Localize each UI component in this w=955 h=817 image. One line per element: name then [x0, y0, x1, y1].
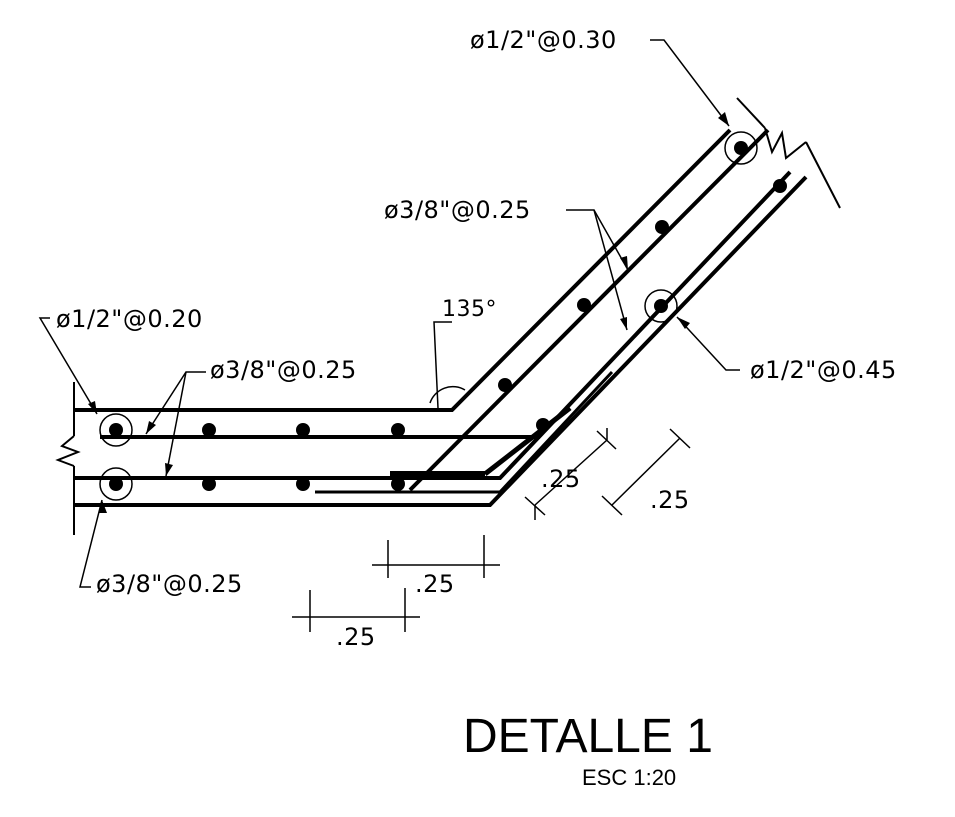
- rebar-dot: [536, 418, 550, 432]
- lap-bar-2: [483, 406, 572, 476]
- rebar-dot: [296, 423, 310, 437]
- rebar-dot: [202, 477, 216, 491]
- rebar-dots: [109, 141, 787, 491]
- rebar-dot: [654, 299, 668, 313]
- dimension-horiz-lower: .25: [336, 623, 376, 651]
- rebar-dot: [577, 298, 591, 312]
- rebar-dot: [655, 220, 669, 234]
- rebar-dot: [109, 423, 123, 437]
- rebar-dot: [202, 423, 216, 437]
- label-distribution-bars-horizontal: ø3/8"@0.25: [210, 356, 357, 384]
- label-top-bar-upper-slab: ø1/2"@0.30: [470, 26, 617, 54]
- callout-circle: [99, 467, 133, 501]
- top-right-break-line: [736, 97, 841, 209]
- highlight-circles: [99, 131, 758, 501]
- top-rebar-sloped: [408, 128, 770, 492]
- rebar-dot: [109, 477, 123, 491]
- callout-circle: [644, 289, 678, 323]
- lap-bar-4: [498, 370, 614, 494]
- callout-circle: [99, 413, 133, 447]
- slab-outline: [74, 128, 808, 507]
- rebar-dot: [391, 477, 405, 491]
- label-distribution-bars-sloped: ø3/8"@0.25: [384, 196, 531, 224]
- rebar-dot: [296, 477, 310, 491]
- rebar-dot: [391, 423, 405, 437]
- leader-lines: [38, 39, 740, 588]
- dimension-lines: [292, 428, 691, 632]
- slab-top-face: [74, 128, 732, 412]
- dimension-horiz-upper: .25: [415, 570, 455, 598]
- arrowheads: [88, 112, 729, 513]
- label-bottom-bar-sloped-slab: ø1/2"@0.45: [750, 356, 897, 384]
- dimension-diag-inner: .25: [541, 465, 581, 493]
- label-angle: 135°: [442, 297, 497, 322]
- detail-scale: ESC 1:20: [582, 765, 676, 790]
- callout-circle: [724, 131, 758, 165]
- slab-bottom-face: [74, 175, 808, 507]
- bottom-rebar-horizontal: [74, 170, 792, 480]
- label-bottom-bar-horizontal-slab: ø3/8"@0.25: [96, 570, 243, 598]
- rebar-dot: [773, 179, 787, 193]
- left-break-line: [55, 382, 81, 535]
- label-top-bar-horizontal-slab: ø1/2"@0.20: [56, 305, 203, 333]
- rebar-dot: [734, 141, 748, 155]
- rebar-dot: [498, 378, 512, 392]
- dimension-diag-outer: .25: [650, 486, 690, 514]
- detail-title: DETALLE 1: [463, 710, 713, 763]
